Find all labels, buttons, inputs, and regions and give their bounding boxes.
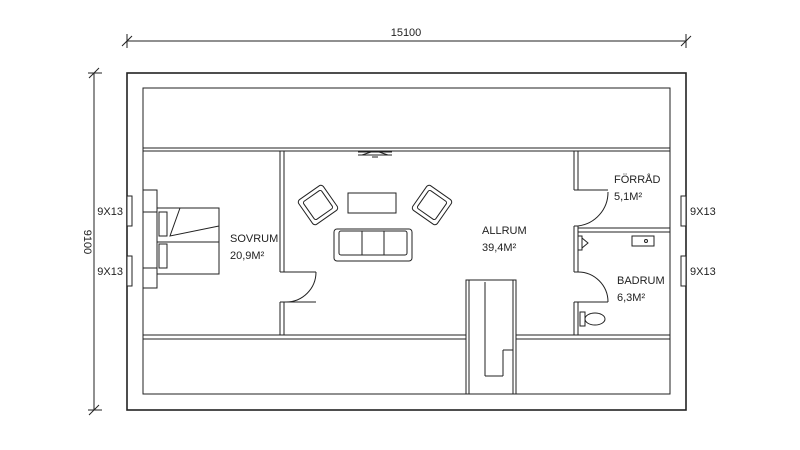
bedroom-wall xyxy=(279,151,316,335)
coffee-table xyxy=(347,192,397,214)
window-label: 9X13 xyxy=(97,206,123,218)
window-left-lower: 9X13 xyxy=(97,255,133,287)
staircase xyxy=(465,279,517,395)
room-name-forrad: FÖRRÅD xyxy=(614,173,661,186)
window-left-upper: 9X13 xyxy=(97,195,133,227)
width-dimension: 15100 xyxy=(121,27,692,48)
bathroom-door[interactable] xyxy=(577,271,609,303)
double-bed xyxy=(142,189,220,289)
armchair-left xyxy=(297,184,339,226)
room-name-badrum: BADRUM xyxy=(617,275,665,287)
basin-icon xyxy=(577,235,589,251)
height-dimension: 9100 xyxy=(81,67,102,416)
room-area-badrum: 6,3M² xyxy=(617,292,645,304)
storage-door[interactable] xyxy=(577,189,609,227)
room-name-allrum: ALLRUM xyxy=(482,225,527,237)
toilet-icon xyxy=(579,311,606,327)
room-name-sovrum: SOVRUM xyxy=(230,233,278,245)
service-walls xyxy=(573,151,670,335)
room-area-allrum: 39,4M² xyxy=(482,242,517,254)
window-right-upper: 9X13 xyxy=(680,195,716,227)
window-right-lower: 9X13 xyxy=(680,255,716,287)
height-dimension-label: 9100 xyxy=(81,230,93,254)
sink-icon xyxy=(631,235,655,247)
armchair-right xyxy=(411,184,453,226)
fireplace-icon xyxy=(358,150,392,158)
window-label: 9X13 xyxy=(690,206,716,218)
room-area-sovrum: 20,9M² xyxy=(230,250,265,262)
width-dimension-label: 15100 xyxy=(391,27,422,39)
outer-wall xyxy=(126,72,687,411)
bedroom-door[interactable] xyxy=(284,271,317,303)
room-area-forrad: 5,1M² xyxy=(614,191,642,203)
window-label: 9X13 xyxy=(97,266,123,278)
window-label: 9X13 xyxy=(690,266,716,278)
sofa xyxy=(333,228,413,262)
